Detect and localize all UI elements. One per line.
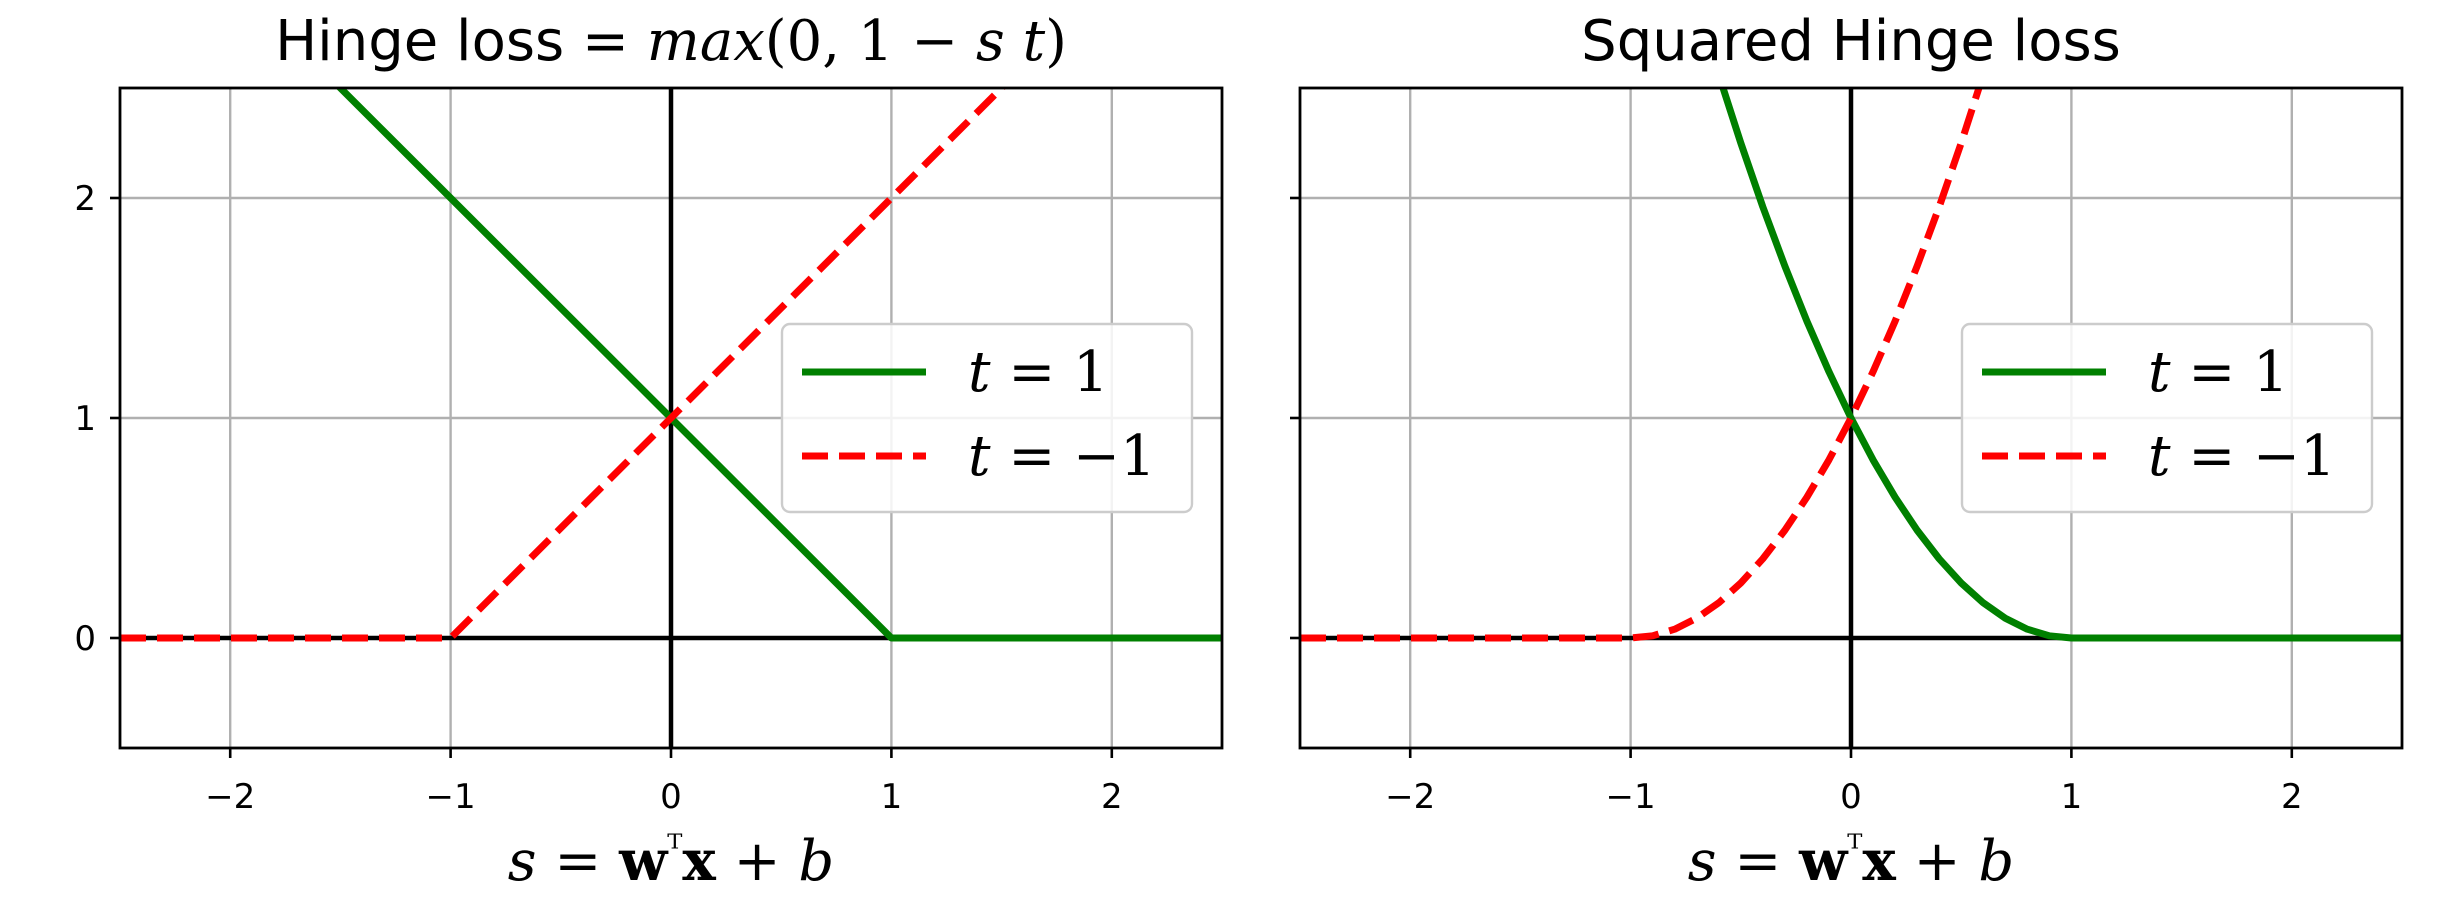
x-tick-label: 1 <box>881 777 903 817</box>
legend-label: t = −1 <box>2148 424 2336 489</box>
x-tick-label: 2 <box>2281 777 2303 817</box>
x-tick-label: 2 <box>1101 777 1123 817</box>
x-tick-label: −2 <box>1385 777 1435 817</box>
legend-label: t = −1 <box>968 424 1156 489</box>
x-tick-label: −1 <box>426 777 476 817</box>
y-tick-label: 0 <box>74 619 96 659</box>
x-tick-label: 0 <box>660 777 682 817</box>
x-tick-label: −2 <box>205 777 255 817</box>
x-tick-label: 0 <box>1840 777 1862 817</box>
chart-title: Squared Hinge loss <box>1581 9 2121 74</box>
x-axis: −2 −1 0 1 2 s = wᵀx + b <box>1385 748 2303 894</box>
x-axis-label: s = wᵀx + b <box>508 828 834 894</box>
legend-label: t = 1 <box>968 340 1109 405</box>
chart-title: Hinge loss = max(0, 1 − s t) <box>275 9 1067 74</box>
y-tick-label: 2 <box>74 179 96 219</box>
legend: t = 1 t = −1 <box>780 322 1194 514</box>
panel-squared-hinge-loss: Squared Hinge loss <box>1290 9 2404 894</box>
series-line <box>1719 88 2402 642</box>
x-axis-label: s = wᵀx + b <box>1688 828 2014 894</box>
x-tick-label: 1 <box>2061 777 2083 817</box>
panel-hinge-loss: Hinge loss = max(0, 1 − s t) <box>74 9 1224 894</box>
x-tick-label: −1 <box>1606 777 1656 817</box>
series-line <box>1300 88 1983 642</box>
y-axis <box>1290 196 1300 640</box>
series-line <box>335 88 1222 642</box>
x-axis: −2 −1 0 1 2 s = wᵀx + b <box>205 748 1123 894</box>
y-tick-label: 1 <box>74 399 96 439</box>
legend-label: t = 1 <box>2148 340 2289 405</box>
legend: t = 1 t = −1 <box>1960 322 2374 514</box>
y-axis: 0 1 2 <box>74 179 120 659</box>
series-line <box>120 88 1007 642</box>
